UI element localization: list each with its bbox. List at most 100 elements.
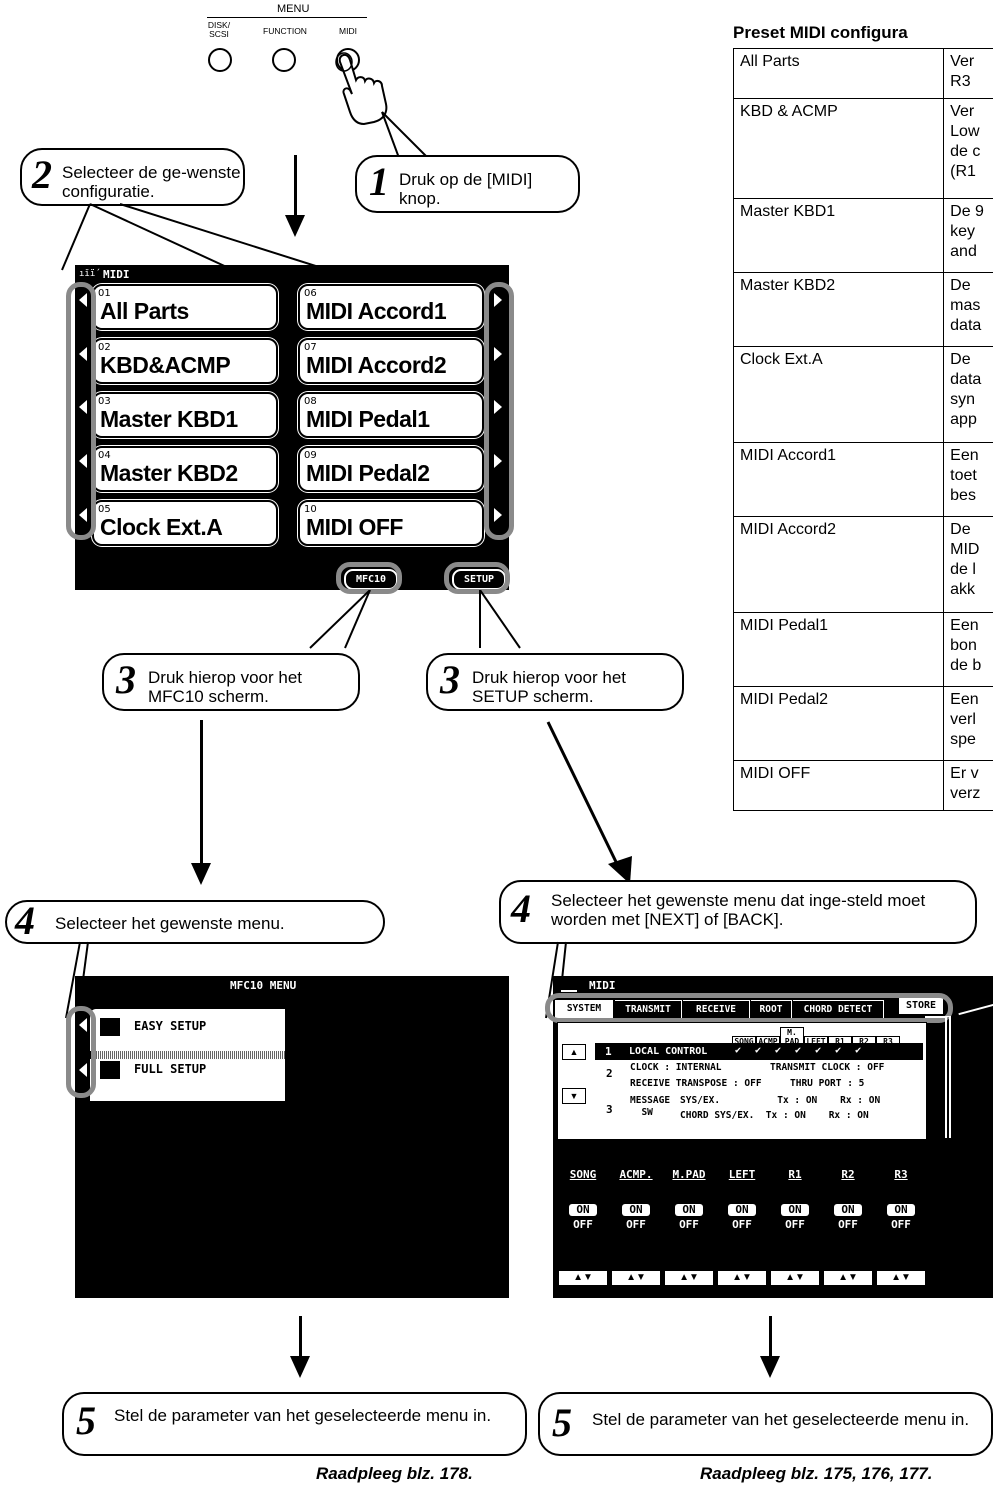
step2-callout: 2 Selecteer de ge-wenste configuratie. (20, 148, 245, 206)
left-arrow-3[interactable] (79, 400, 87, 414)
up-down-arrow-icon[interactable]: ▲▼ (771, 1271, 819, 1285)
flow-arrow-5-head (760, 1356, 780, 1378)
preset-description: De data syn app (943, 346, 993, 443)
config-name: MIDI Pedal1 (306, 406, 430, 432)
row2-clock[interactable]: CLOCK : INTERNAL (630, 1062, 722, 1073)
up-down-arrow-icon[interactable]: ▲▼ (612, 1271, 660, 1285)
part-on-button[interactable]: ON (675, 1204, 703, 1216)
part-on-button[interactable]: ON (834, 1204, 862, 1216)
scroll-up-icon[interactable]: ▲ (562, 1044, 586, 1060)
part-off-label[interactable]: OFF (838, 1218, 858, 1231)
part-on-button[interactable]: ON (569, 1204, 597, 1216)
step5-left-text: Stel de parameter van het geselecteerde … (114, 1406, 492, 1425)
setup-screen-icon (561, 980, 577, 992)
step2-text: Selecteer de ge-wenste configuratie. (62, 163, 241, 201)
setup-panel-stack (925, 1016, 951, 1138)
preset-description: Een toet bes (943, 442, 993, 517)
step3-pointers (309, 590, 521, 649)
preset-name: MIDI Pedal1 (733, 612, 945, 687)
flow-arrow-1 (294, 155, 297, 215)
part-on-button[interactable]: ON (728, 1204, 756, 1216)
part-off-label[interactable]: OFF (626, 1218, 646, 1231)
mfc-easy-setup-item[interactable]: EASY SETUP (90, 1009, 285, 1051)
flow-arrow-1-head (285, 215, 305, 237)
config-number: 01 (98, 288, 111, 299)
disk-scsi-button[interactable] (208, 48, 232, 72)
left-arrow-4[interactable] (79, 454, 87, 468)
part-on-button[interactable]: ON (622, 1204, 650, 1216)
part-on-button[interactable]: ON (887, 1204, 915, 1216)
right-arrow-1[interactable] (494, 293, 502, 307)
mfc-left-arrow-2[interactable] (79, 1063, 87, 1077)
up-down-arrow-icon[interactable]: ▲▼ (665, 1271, 713, 1285)
up-down-arrow-icon[interactable]: ▲▼ (877, 1271, 925, 1285)
mfc-left-arrow-1[interactable] (79, 1018, 87, 1032)
step3-mfc-number: 3 (116, 657, 136, 702)
row2-receive-transpose[interactable]: RECEIVE TRANSPOSE : OFF (630, 1078, 762, 1089)
menu-title: MENU (277, 3, 310, 15)
menu-divider (207, 17, 367, 18)
setup-tab[interactable]: SYSTEM (555, 1000, 613, 1018)
left-arrow-1[interactable] (79, 293, 87, 307)
function-label: FUNCTION (263, 26, 307, 36)
part-off-label[interactable]: OFF (785, 1218, 805, 1231)
full-setup-label: FULL SETUP (134, 1062, 207, 1076)
preset-description: Ver R3 (943, 48, 993, 99)
right-arrow-4[interactable] (494, 454, 502, 468)
preset-description: Ver Low de c (R1 (943, 98, 993, 199)
setup-tab[interactable]: RECEIVE (683, 1000, 750, 1019)
up-down-arrow-icon[interactable]: ▲▼ (559, 1271, 607, 1285)
easy-setup-icon (100, 1018, 120, 1036)
right-arrow-5[interactable] (494, 508, 502, 522)
right-arrow-3[interactable] (494, 400, 502, 414)
row3-label: MESSAGE SW (630, 1095, 671, 1118)
mfc-full-setup-item[interactable]: FULL SETUP (90, 1059, 285, 1101)
function-button[interactable] (272, 48, 296, 72)
part-off-label[interactable]: OFF (891, 1218, 911, 1231)
part-off-label[interactable]: OFF (732, 1218, 752, 1231)
part-off-label[interactable]: OFF (573, 1218, 593, 1231)
config-number: 08 (304, 396, 317, 407)
up-down-arrow-icon[interactable]: ▲▼ (824, 1271, 872, 1285)
setup-tab[interactable]: ROOT (751, 1000, 792, 1019)
config-name: All Parts (100, 298, 189, 324)
row3-sysex[interactable]: SYS/EX. Tx : ON Rx : ON (680, 1095, 881, 1106)
left-arrow-5[interactable] (79, 508, 87, 522)
config-number: 05 (98, 504, 111, 515)
preset-description: De MID de l akk (943, 516, 993, 613)
setup-tab[interactable]: TRANSMIT (615, 1000, 682, 1019)
row2-transmit-clock[interactable]: TRANSMIT CLOCK : OFF (770, 1062, 885, 1073)
left-arrow-2[interactable] (79, 347, 87, 361)
right-arrow-2[interactable] (494, 347, 502, 361)
part-off-label[interactable]: OFF (679, 1218, 699, 1231)
row2-thru-port[interactable]: THRU PORT : 5 (790, 1078, 865, 1089)
step5-left-number: 5 (76, 1398, 96, 1443)
step3-setup-callout: 3 Druk hierop voor het SETUP scherm. (426, 653, 684, 711)
part-label: M.PAD (672, 1168, 706, 1181)
row3-chord-sysex[interactable]: CHORD SYS/EX. Tx : ON Rx : ON (680, 1110, 869, 1121)
step3-setup-text: Druk hierop voor het SETUP scherm. (472, 668, 627, 706)
scroll-down-icon[interactable]: ▼ (562, 1088, 586, 1104)
up-down-arrow-icon[interactable]: ▲▼ (718, 1271, 766, 1285)
setup-row1[interactable]: 1 LOCAL CONTROL ✔✔✔✔✔✔✔ (595, 1043, 923, 1060)
setup-tab[interactable]: CHORD DETECT (793, 1000, 884, 1019)
reference-right: Raadpleeg blz. 175, 176, 177. (700, 1464, 933, 1483)
part-on-button[interactable]: ON (781, 1204, 809, 1216)
step1-callout: 1 Druk op de [MIDI] knop. (355, 155, 580, 213)
midi-screen-title: MIDI (103, 268, 130, 281)
